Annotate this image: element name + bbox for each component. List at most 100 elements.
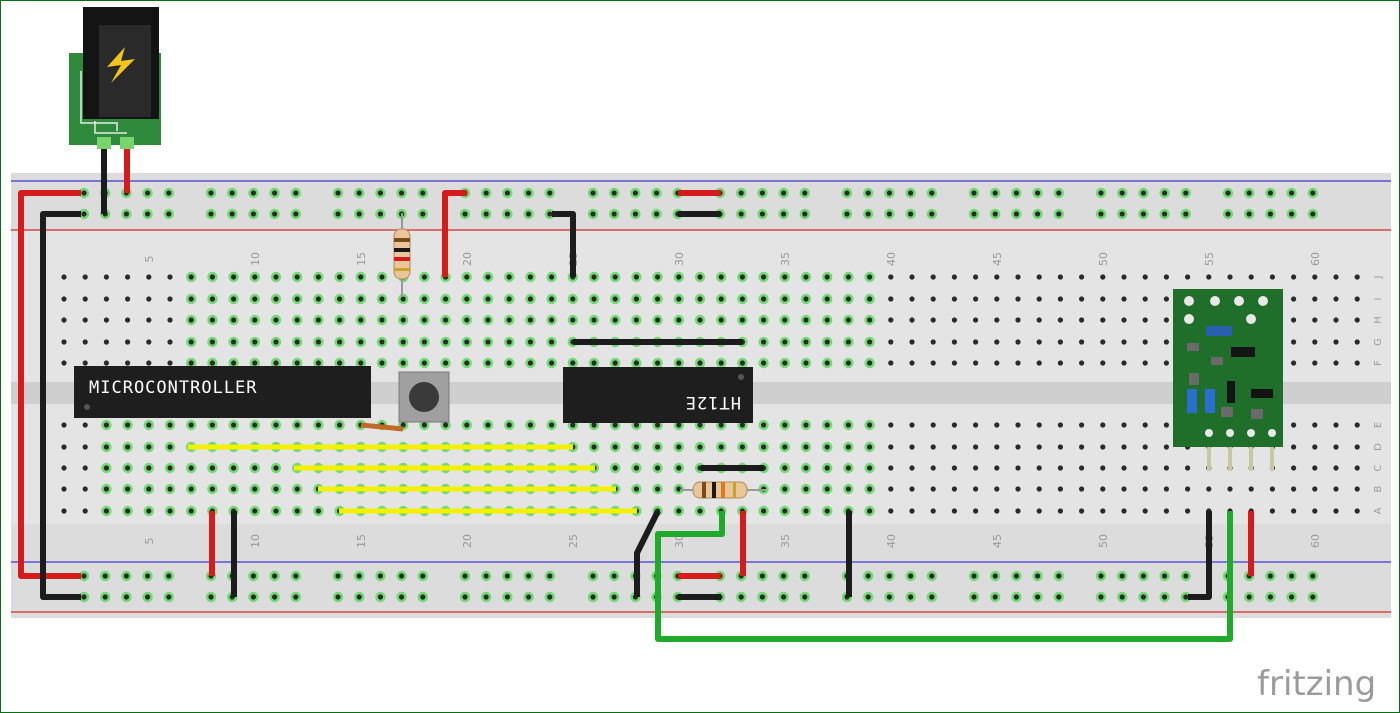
rail-hole [1183,573,1189,579]
rail-hole [229,190,235,196]
rail-hole [547,211,553,217]
terminal-hole [676,465,682,471]
rail-hole [123,594,129,600]
terminal-hole [61,274,67,280]
terminal-hole [125,317,131,323]
terminal-hole [676,317,682,323]
rail-hole [1289,594,1295,600]
rail-hole [781,190,787,196]
terminal-hole [252,360,258,366]
terminal-hole [1312,422,1318,428]
terminal-hole [1121,486,1127,492]
terminal-hole [379,317,385,323]
terminal-hole [549,339,555,345]
terminal-hole [379,360,385,366]
terminal-hole [1100,360,1106,366]
terminal-hole [867,486,873,492]
terminal-hole [1142,360,1148,366]
column-number: 15 [355,534,368,548]
red-rail-wire-left [18,190,81,579]
terminal-hole [188,422,194,428]
terminal-hole [803,465,809,471]
terminal-hole [1142,465,1148,471]
terminal-hole [1354,444,1360,450]
rail-hole [654,190,660,196]
terminal-hole [125,508,131,514]
terminal-hole [485,317,491,323]
rail-hole [1035,211,1041,217]
terminal-hole [1142,422,1148,428]
terminal-hole [973,486,979,492]
terminal-hole [1079,274,1085,280]
terminal-hole [315,317,321,323]
terminal-hole [718,274,724,280]
terminal-hole [1057,360,1063,366]
terminal-hole [549,296,555,302]
terminal-hole [782,486,788,492]
terminal-hole [1333,339,1339,345]
terminal-hole [1291,444,1297,450]
terminal-hole [167,486,173,492]
terminal-hole [909,422,915,428]
terminal-hole [655,296,661,302]
terminal-hole [824,444,830,450]
rail-hole [377,573,383,579]
terminal-hole [358,274,364,280]
terminal-hole [782,465,788,471]
terminal-hole [676,274,682,280]
rail-hole [802,190,808,196]
terminal-hole [1036,296,1042,302]
terminal-hole [612,465,618,471]
terminal-hole [1163,422,1169,428]
rail-hole [356,190,362,196]
terminal-hole [294,339,300,345]
terminal-hole [506,422,512,428]
terminal-hole [1269,508,1275,514]
rail-hole [250,211,256,217]
column-number: 30 [673,252,686,266]
terminal-hole [1142,339,1148,345]
terminal-hole [167,465,173,471]
terminal-hole [146,465,152,471]
terminal-hole [909,486,915,492]
rail-hole [590,594,596,600]
terminal-hole [231,296,237,302]
terminal-hole [867,274,873,280]
terminal-hole [994,360,1000,366]
terminal-hole [294,508,300,514]
terminal-hole [1291,465,1297,471]
rail-hole [145,190,151,196]
terminal-hole [421,317,427,323]
terminal-hole [951,296,958,302]
rail-hole [1098,190,1104,196]
terminal-hole [570,317,576,323]
rail-hole [1183,211,1189,217]
rail-hole [844,211,850,217]
terminal-hole [273,274,279,280]
terminal-hole [761,444,767,450]
rail-hole [1119,190,1125,196]
terminal-hole [782,317,788,323]
rail-hole [399,594,405,600]
rail-hole [102,573,108,579]
rail-hole [1035,573,1041,579]
terminal-hole [1015,296,1021,302]
rail-hole [971,594,977,600]
terminal-hole [506,339,512,345]
terminal-hole [443,339,449,345]
terminal-hole [930,508,936,514]
row-letter: F [1373,360,1384,366]
terminal-hole [761,274,767,280]
terminal-hole [612,360,618,366]
rail-hole [1267,573,1273,579]
rail-hole [1098,211,1104,217]
terminal-hole [167,317,173,323]
rail-hole [611,190,617,196]
rail-hole [123,211,129,217]
rail-hole [462,211,468,217]
terminal-hole [633,274,640,280]
terminal-hole [1291,274,1297,280]
terminal-hole [1163,508,1169,514]
terminal-hole [718,444,724,450]
terminal-hole [1269,486,1275,492]
